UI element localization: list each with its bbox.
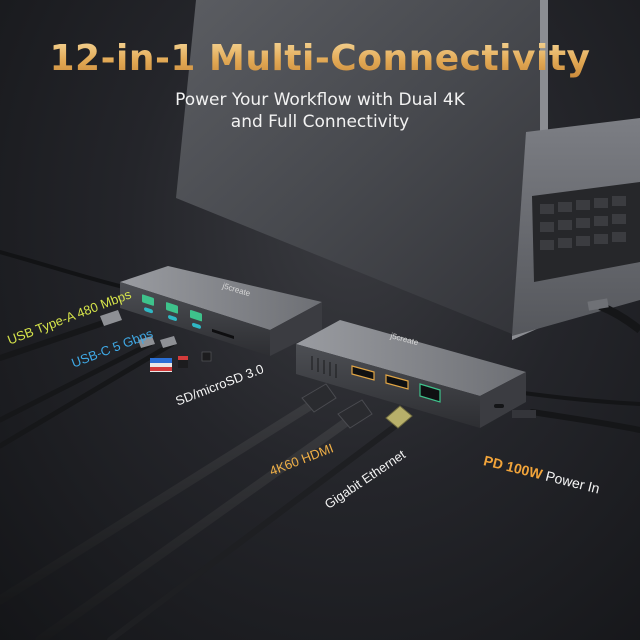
hub-right-top — [296, 320, 526, 396]
sd-card-slot — [212, 328, 234, 340]
cables — [0, 250, 640, 640]
laptop-keys — [540, 196, 626, 250]
ethernet-port — [419, 383, 441, 403]
usb-a-cable — [0, 317, 115, 361]
usb-c-cable-2 — [0, 341, 175, 449]
usb-c-port — [168, 315, 177, 321]
usb-c-cable-1 — [0, 341, 153, 423]
laptop-lid — [176, 0, 540, 334]
hub-left-side — [270, 302, 322, 356]
microsd-card-small — [201, 351, 212, 362]
usb-a-plug — [100, 310, 122, 326]
hub-right: j5create — [296, 320, 526, 428]
microsd-card — [178, 356, 188, 368]
vent-grille — [311, 356, 337, 378]
hub-left-top — [120, 266, 322, 330]
usb-a-port — [166, 302, 178, 314]
subtitle-line-1: Power Your Workflow with Dual 4K — [175, 90, 465, 110]
laptop-usb-c-plug — [587, 298, 609, 311]
subtitle-line-2: and Full Connectivity — [230, 112, 410, 132]
connectors — [100, 310, 536, 429]
laptop — [176, 0, 640, 340]
hdmi-plug — [301, 383, 337, 413]
usb-a-port — [142, 294, 154, 306]
ethernet-plug — [385, 405, 413, 429]
power-cable — [529, 409, 640, 433]
hub-cable-right — [514, 390, 640, 406]
headline: 12-in-1 Multi-Connectivity — [0, 38, 640, 79]
hub-right-ports — [311, 356, 504, 408]
power-usb-c-plug — [512, 410, 536, 418]
hub-right-face — [296, 344, 480, 428]
hub-left: j5create — [120, 266, 322, 356]
hdmi-plug — [337, 399, 373, 429]
usb-a-port — [190, 310, 202, 322]
hdmi-port — [385, 374, 409, 390]
usb-c-port — [144, 307, 153, 314]
ethernet-cable — [107, 421, 401, 640]
sd-card — [150, 358, 172, 372]
usb-c-port — [192, 322, 201, 329]
hub-cable-left — [0, 250, 130, 290]
hdmi-cable-1 — [0, 397, 321, 605]
usb-c-plug — [138, 336, 155, 348]
laptop-usb-c-cable — [598, 302, 640, 334]
usb-c-plug — [160, 336, 177, 348]
hdmi-cable-2 — [35, 413, 357, 640]
hub-right-side — [480, 372, 526, 428]
power-usb-c-port — [494, 404, 504, 408]
hub-left-ports — [142, 294, 234, 340]
hdmi-port — [351, 365, 375, 381]
